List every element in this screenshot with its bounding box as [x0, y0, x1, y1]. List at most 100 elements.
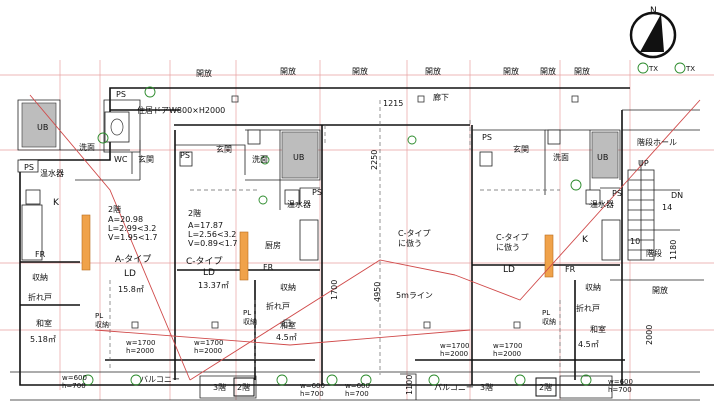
right-boiler-label: 温水器	[590, 199, 614, 209]
tx-label-1: TX	[648, 65, 658, 73]
storage-label: 収納	[32, 272, 48, 282]
type-label: A-タイプ	[115, 254, 151, 265]
dim-1215: 1215	[383, 99, 403, 108]
entry-label: 玄関	[138, 154, 154, 164]
ub-label: UB	[37, 123, 48, 132]
mid-storage-label: 収納	[280, 282, 296, 292]
construction-lines	[29, 86, 701, 381]
right-ub-label: UB	[597, 153, 608, 162]
symbols	[82, 62, 686, 386]
interior-lines	[10, 99, 704, 401]
right-fr-label: FR	[565, 265, 576, 274]
five-meter-line-label: 5mライン	[396, 291, 433, 300]
right-washitsu-label: 和室	[590, 324, 606, 334]
svg-text:2階: 2階	[539, 382, 552, 392]
hallway-label: 廊下	[433, 92, 449, 102]
right-ld-label: LD	[503, 265, 515, 275]
right-storage-label: 収納	[585, 282, 601, 292]
ld-label: LD	[124, 269, 136, 279]
dashed-lines	[109, 100, 561, 375]
right-balcony-label: バルコニー	[434, 383, 474, 392]
k-label: K	[53, 198, 60, 208]
dim-2000: 2000	[645, 325, 654, 345]
open-label-1: 開放	[196, 68, 212, 78]
ps2-label: PS	[24, 163, 34, 172]
mid-ps-label: PS	[180, 151, 190, 160]
mid-wash-label: 洗面	[252, 154, 268, 164]
boiler-label: 温水器	[40, 168, 64, 178]
open-label-3: 開放	[352, 66, 368, 76]
tx-label-2: TX	[685, 65, 695, 73]
fr-label: FR	[35, 250, 46, 259]
stair-count-bottom: 10	[630, 237, 640, 246]
misc-icons: 2階 2階	[233, 377, 557, 397]
side-labels: 廊下 階段ホール UP DN 階段 14 10 開放 1215 2250 495…	[330, 65, 695, 395]
right-folding-label: 折れ戸	[576, 303, 600, 313]
mid-floor-label: 2階	[188, 208, 201, 218]
mid-ld-label: LD	[203, 268, 215, 278]
unit-a: PS 住居ドアW800×H2000 UB 洗面 WC 玄関 PS 温水器 K F…	[24, 90, 226, 392]
mid-ps2-label: PS	[312, 188, 322, 197]
ps-label: PS	[116, 90, 126, 99]
mid-folding-label: 折れ戸	[266, 301, 290, 311]
right-entry-label: 玄関	[513, 144, 529, 154]
up-label: UP	[638, 159, 649, 168]
north-label: N	[650, 6, 657, 16]
dim-1100: 1100	[405, 375, 414, 395]
mid-washitsu-label: 和室	[280, 320, 296, 330]
right-ps-label: PS	[482, 133, 492, 142]
grid-lines	[0, 60, 714, 400]
open-label-7: 開放	[574, 66, 590, 76]
stair-count-top: 14	[662, 203, 672, 212]
north-arrow: N	[629, 6, 677, 59]
svg-text:2階: 2階	[237, 382, 250, 392]
mid-entry-label: 玄関	[216, 144, 232, 154]
right-type-label: C-タイプに倣う	[496, 233, 528, 252]
stair	[627, 160, 680, 261]
wash-label: 洗面	[79, 142, 95, 152]
right-ps2-label: PS	[612, 189, 622, 198]
dn-label: DN	[671, 191, 683, 200]
dim-1700: 1700	[330, 280, 339, 300]
fixtures	[17, 102, 621, 281]
right-washitsu-area: 4.5㎡	[578, 340, 599, 349]
washitsu-label: 和室	[36, 318, 52, 328]
mid-kitchen-label: 厨房	[265, 240, 281, 250]
mid-type-label: C-タイプ	[186, 256, 223, 267]
open-label-6: 開放	[540, 66, 556, 76]
floor-b-label: 3階	[213, 382, 226, 392]
folding-door-label: 折れ戸	[28, 292, 52, 302]
dim-4950: 4950	[373, 282, 382, 302]
stair-label: 階段	[646, 248, 662, 258]
open-right-label: 開放	[652, 285, 668, 295]
right-k-label: K	[582, 235, 589, 245]
unit-right: PS 玄関 洗面 UB 温水器 PS C-タイプに倣う K LD FR 収納 折…	[434, 133, 633, 394]
open-label-4: 開放	[425, 66, 441, 76]
right-wash-label: 洗面	[553, 152, 569, 162]
wc-label: WC	[114, 155, 128, 164]
open-label-2: 開放	[280, 66, 296, 76]
floor-label: 2階	[108, 204, 121, 214]
mid-fr-label: FR	[263, 263, 274, 272]
ld-area: 15.8㎡	[118, 285, 144, 294]
open-label-5: 開放	[503, 66, 519, 76]
top-labels: 開放 開放 開放 開放 開放 開放 開放	[196, 66, 590, 78]
mid-boiler-label: 温水器	[287, 199, 311, 209]
walls	[19, 87, 714, 386]
right-floor-b-label: 3階	[480, 382, 493, 392]
dim-2250: 2250	[370, 150, 379, 170]
mid-ld-area: 13.37㎡	[198, 281, 229, 290]
